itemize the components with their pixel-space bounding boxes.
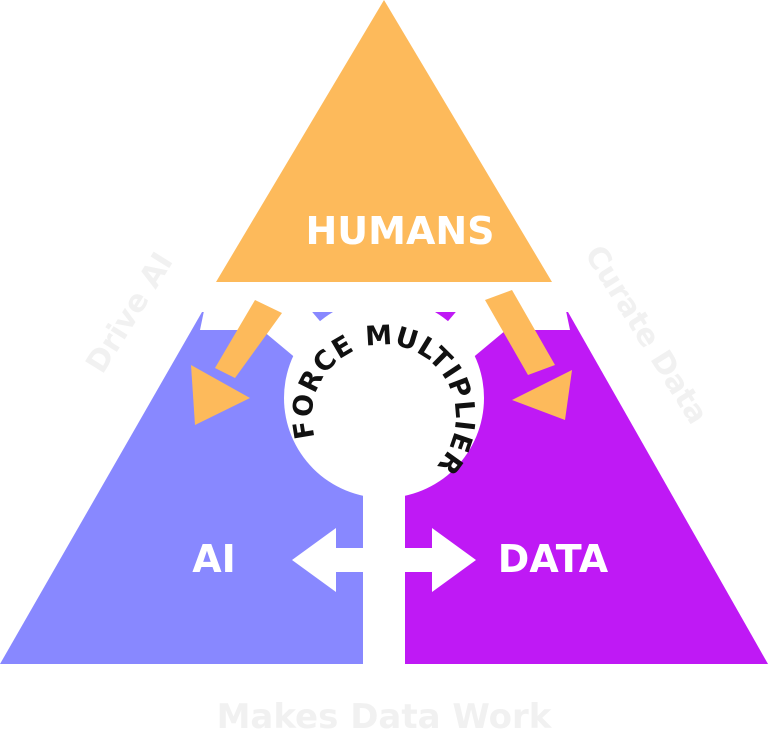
down-arrow-icon (191, 300, 282, 425)
down-arrow-icon (485, 290, 572, 420)
y-junction-left (262, 300, 336, 370)
double-arrow-icon (292, 528, 476, 592)
left-edge-caption: Drive AI (79, 247, 180, 380)
y-junction-right (432, 300, 506, 370)
bottom-caption: Makes Data Work (217, 697, 553, 737)
force-multiplier-circle (284, 298, 484, 498)
humans-label: HUMANS (305, 209, 494, 253)
data-label: DATA (498, 537, 609, 581)
humans-segment (216, 0, 552, 282)
ai-label: AI (192, 537, 236, 581)
data-segment (390, 312, 768, 664)
ai-segment (0, 312, 378, 664)
